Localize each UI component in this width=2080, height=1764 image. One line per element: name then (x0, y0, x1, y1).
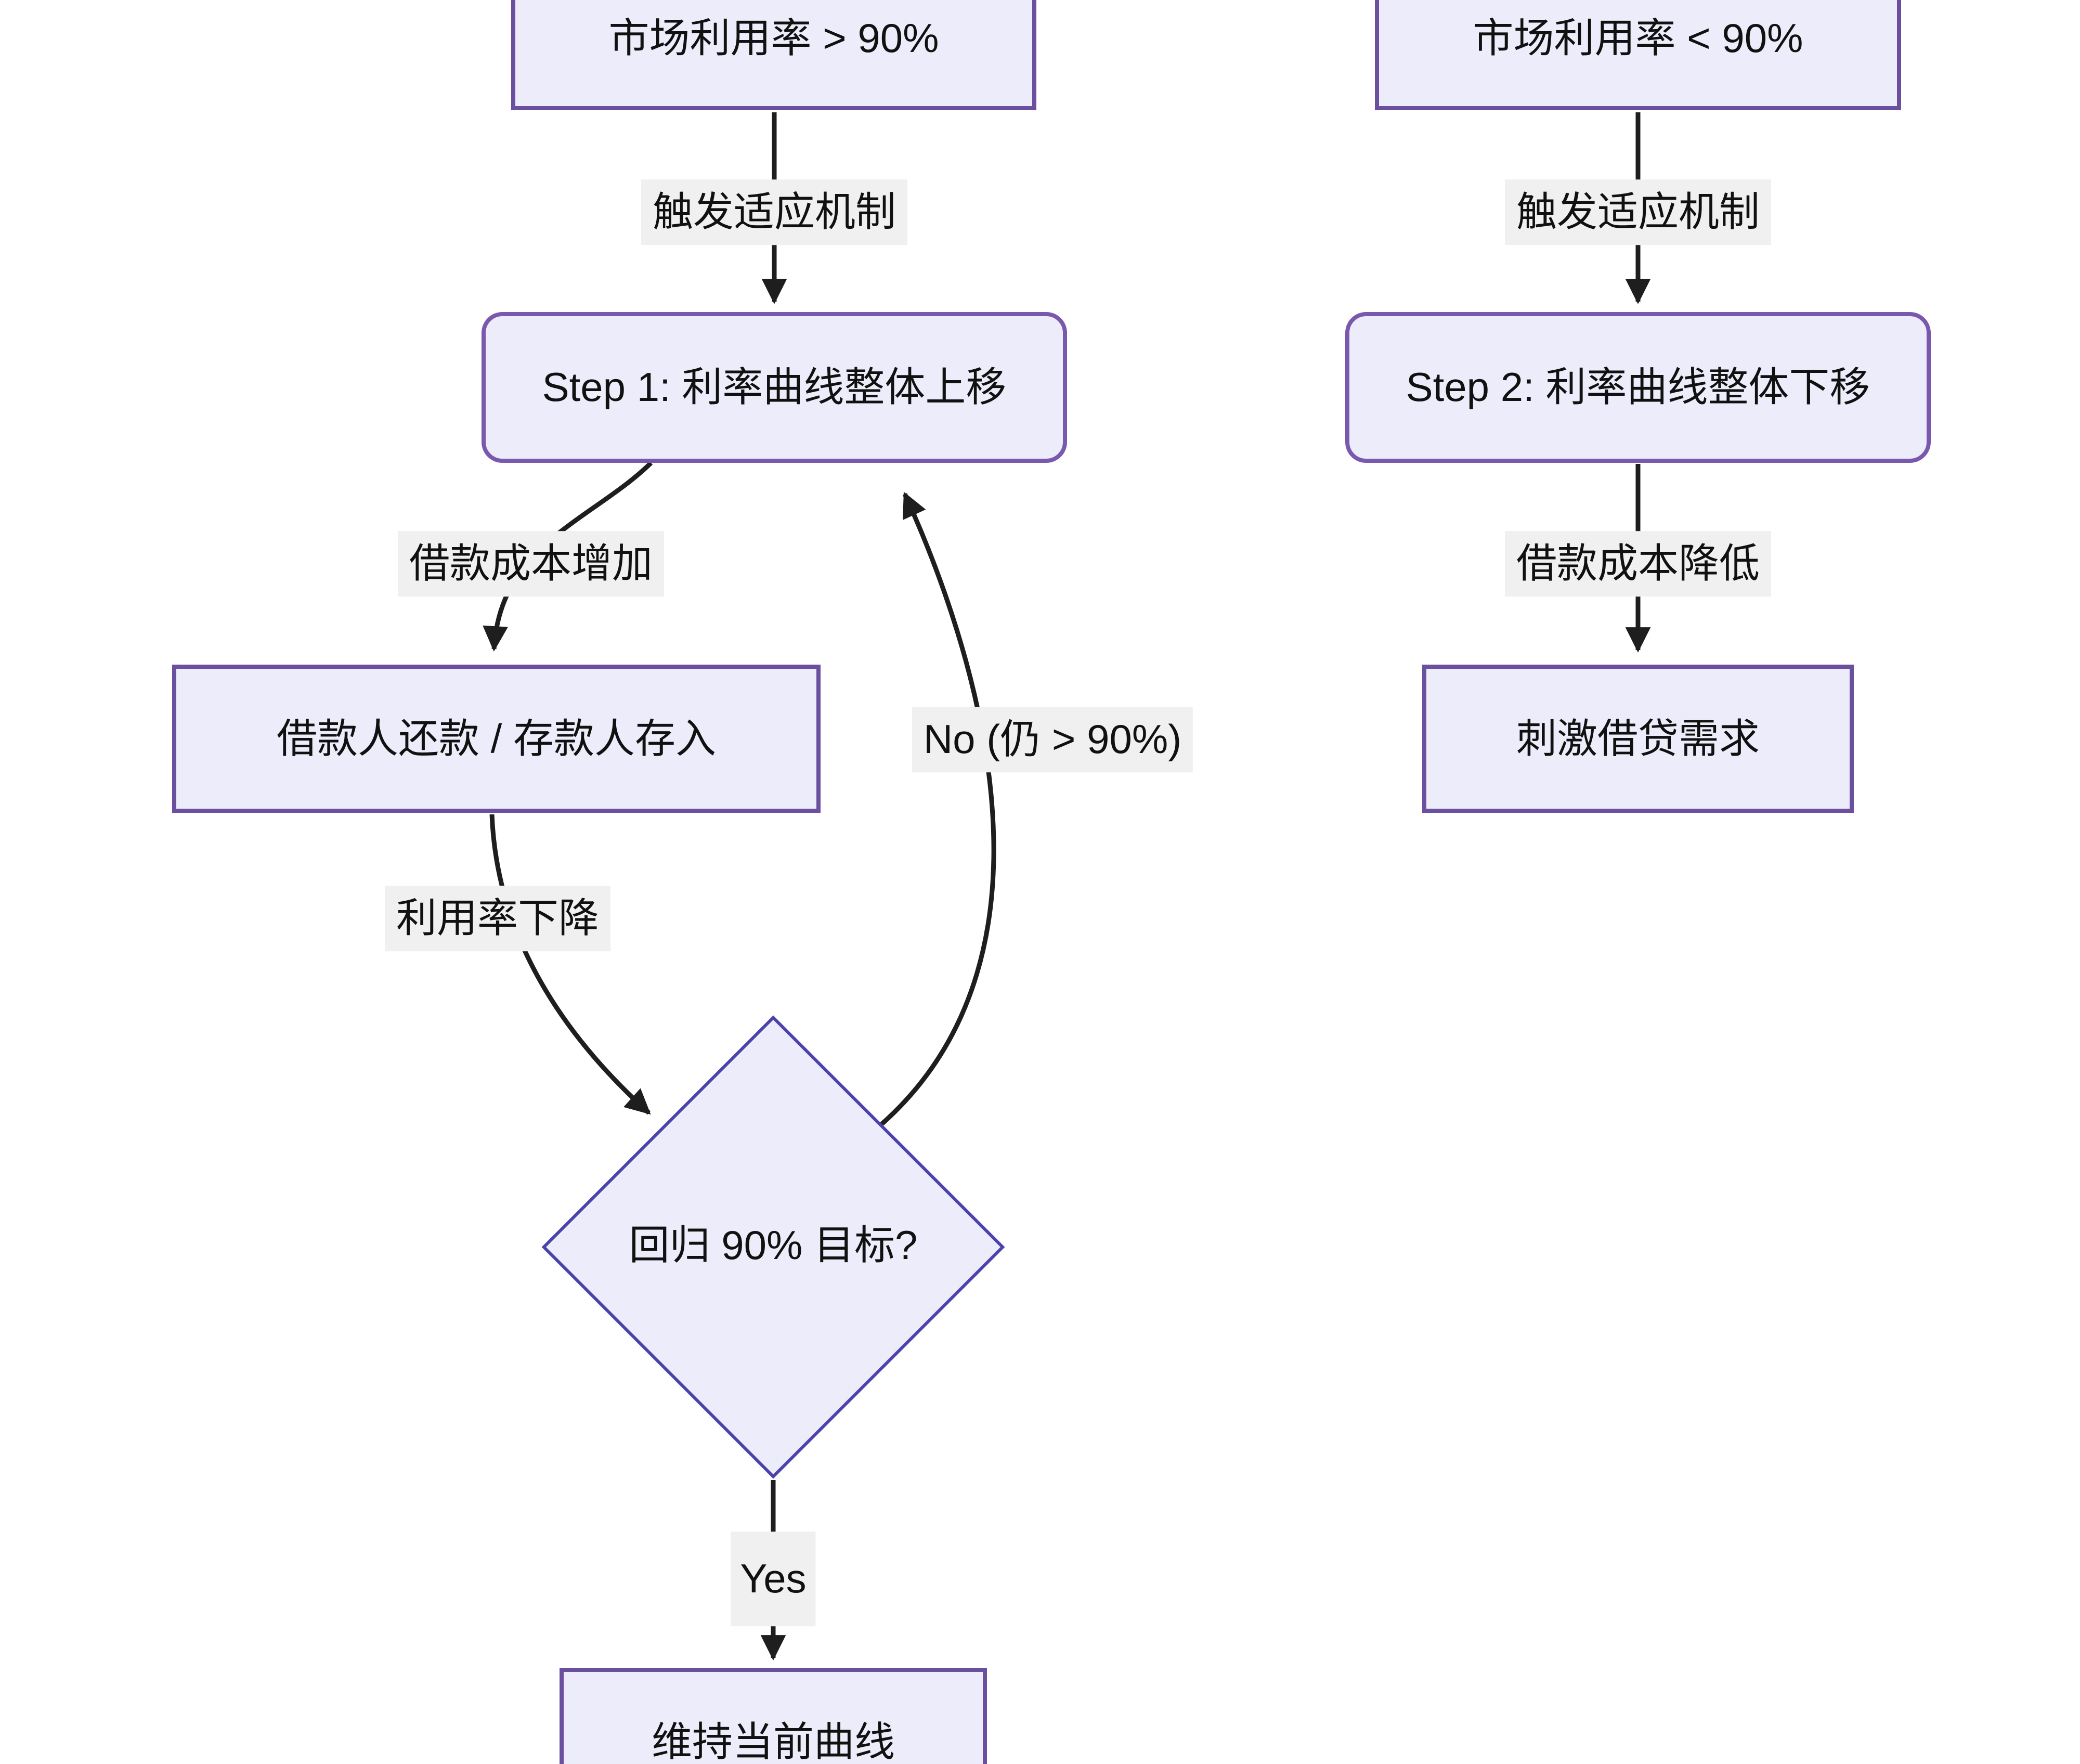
edge-label-yes: Yes (731, 1532, 816, 1626)
edge-label-trigger-left: 触发适应机制 (641, 179, 908, 245)
edge-label-borrow-cost-up: 借款成本增加 (397, 531, 665, 596)
edge-label-trigger-right: 触发适应机制 (1504, 179, 1772, 245)
node-market-util-high: 市场利用率 > 90% (511, 0, 1036, 110)
edge-repay-to-decision (489, 814, 651, 1115)
edge-label-no: No (仍 > 90%) (912, 707, 1193, 772)
node-borrower-repay: 借款人还款 / 存款人存入 (172, 665, 821, 813)
node-decision-return-90-label: 回归 90% 目标? (629, 1222, 918, 1268)
node-step2-rate-curve-down: Step 2: 利率曲线整体下移 (1345, 312, 1931, 463)
edge-decision-no-loop-to-step1 (880, 491, 996, 1126)
edge-label-borrow-cost-down: 借款成本降低 (1504, 531, 1772, 596)
edge-label-util-down: 利用率下降 (384, 886, 611, 951)
node-step1-rate-curve-up: Step 1: 利率曲线整体上移 (482, 312, 1067, 463)
node-maintain-curve: 维持当前曲线 (560, 1668, 987, 1764)
node-stimulate-borrow-demand: 刺激借贷需求 (1422, 665, 1854, 813)
node-market-util-low: 市场利用率 < 90% (1375, 0, 1901, 110)
